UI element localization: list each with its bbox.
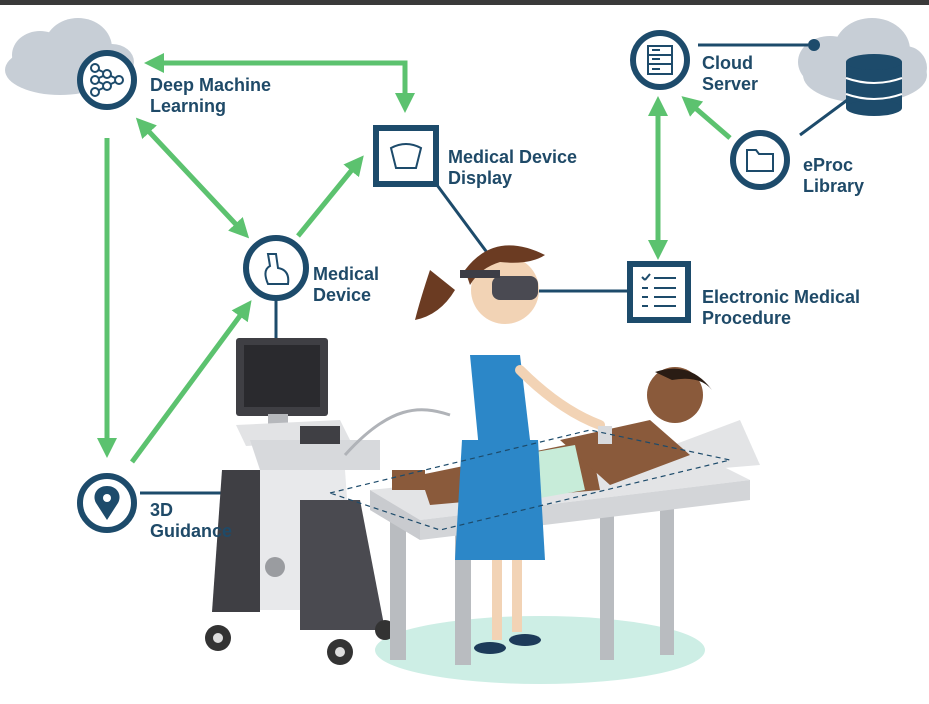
label-line: Electronic Medical — [702, 287, 861, 307]
label-deep-machine-learning: Deep Machine Learning — [150, 75, 271, 117]
arrow-library-to-cloud — [681, 96, 732, 140]
arrow-dml-to-display — [144, 53, 415, 113]
location-pin-icon — [94, 486, 120, 520]
node-medical-device-display — [373, 125, 439, 187]
folder-icon — [746, 149, 774, 172]
node-eproc-library — [730, 130, 790, 190]
label-eproc-library: eProc Library — [803, 155, 864, 197]
top-border — [0, 0, 929, 5]
label-line: Display — [448, 168, 513, 188]
label-cloud-server: Cloud Server — [702, 53, 758, 95]
node-cloud-server — [630, 30, 690, 90]
label-line: Medical Device — [448, 147, 578, 167]
label-line: Deep Machine — [150, 75, 272, 95]
label-medical-device: Medical Device — [313, 264, 379, 306]
ultrasound-probe-icon — [264, 253, 290, 285]
server-icon — [647, 45, 673, 75]
neural-network-icon — [90, 63, 124, 97]
label-line: Cloud — [702, 53, 753, 73]
checklist-icon — [641, 273, 676, 307]
label-3d-guidance: 3D Guidance — [150, 500, 232, 542]
label-line: Library — [803, 176, 865, 196]
label-line: Learning — [150, 96, 227, 116]
arrow-device-to-display — [296, 155, 364, 238]
label-line: Procedure — [702, 308, 792, 328]
ultrasound-screen-icon — [389, 143, 423, 169]
nurse — [415, 245, 612, 654]
node-3d-guidance — [77, 473, 137, 533]
label-line: Medical — [313, 264, 380, 284]
guidance-plane — [327, 429, 731, 531]
label-line: Guidance — [150, 521, 233, 541]
label-line: Server — [702, 74, 759, 94]
floor-shadow — [375, 616, 705, 684]
database-icon — [845, 54, 903, 116]
node-deep-machine-learning — [77, 50, 137, 110]
label-line: eProc — [803, 155, 854, 175]
node-electronic-medical-procedure — [627, 261, 691, 323]
arrow-guidance-to-device — [129, 300, 252, 464]
arrow-dml-to-device — [135, 117, 250, 239]
label-line: 3D — [150, 500, 174, 520]
node-medical-device — [243, 235, 309, 301]
arrows — [97, 53, 732, 464]
label-line: Device — [313, 285, 372, 305]
label-electronic-medical-procedure: Electronic Medical Procedure — [702, 287, 860, 329]
label-medical-device-display: Medical Device Display — [448, 147, 577, 189]
